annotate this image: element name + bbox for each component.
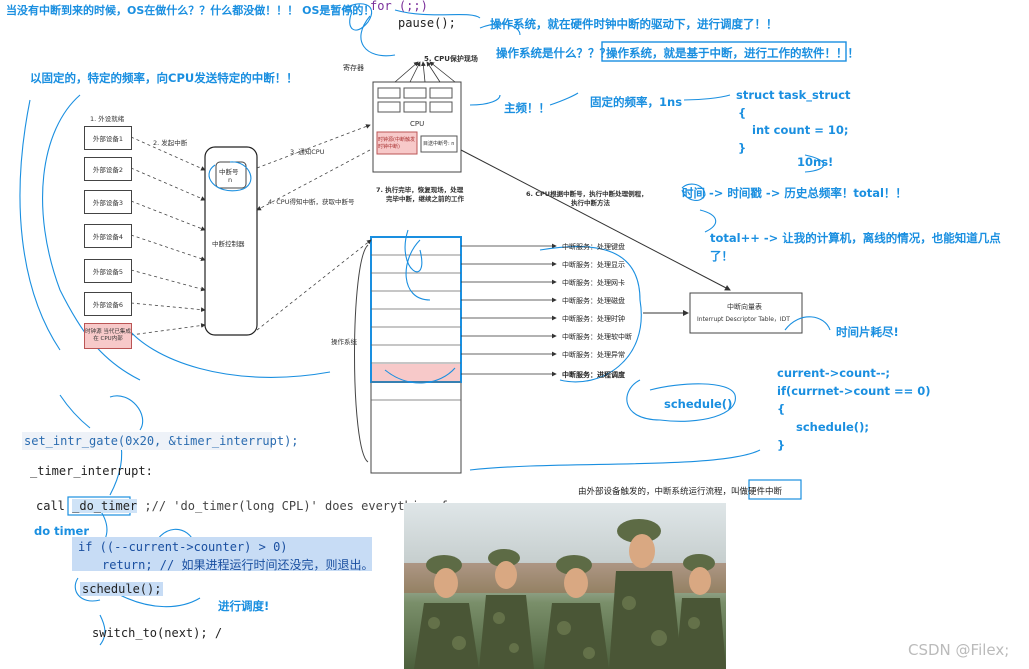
os-what-question: 操作系统是什么？？？	[496, 46, 611, 60]
main-freq-note: 主频！！	[504, 101, 550, 115]
service-clock: 中断服务：处理时钟	[562, 315, 625, 323]
device-4: 外部设备4	[84, 224, 132, 248]
dispatch-note: 进行调度!	[218, 599, 270, 613]
fixed-freq-note: 以固定的，特定的频率，向CPU发送特定的中断！！	[30, 71, 298, 85]
service-display: 中断服务：处理显示	[562, 261, 625, 269]
service-schedule: 中断服务：进程调度	[562, 371, 625, 379]
do-timer-note: do timer	[34, 524, 90, 538]
count-line-5: }	[777, 438, 786, 452]
irq-number-label: 中断号	[219, 168, 239, 176]
total-note-1: total++ -> 让我的计算机，离线的情况，也能知道几点	[710, 231, 1001, 245]
os-answer-frame	[601, 41, 847, 62]
schedule-call-line: schedule();	[80, 582, 164, 596]
count-line-3: {	[777, 402, 786, 416]
set-intr-gate-code: set_intr_gate(0x20, &timer_interrupt);	[24, 434, 299, 448]
total-note-2: 了！	[710, 249, 733, 263]
hw-irq-frame	[748, 479, 802, 500]
time-line-note: 时间 -> 时间戳 -> 历史总频率！total！！	[682, 186, 907, 200]
if-block-bg	[72, 537, 372, 571]
service-network: 中断服务：处理网卡	[562, 279, 625, 287]
irq-number-value: n	[228, 176, 233, 184]
step7-label-2: 完毕中断，继续之前的工作	[386, 195, 464, 203]
register-2	[403, 87, 427, 99]
irq-controller-label: 中断控制器	[212, 240, 245, 248]
cpu-clock-label: 时钟源(中断触发时钟中断)	[378, 137, 415, 150]
device-3: 外部设备3	[84, 190, 132, 214]
set-intr-gate-bg	[22, 432, 272, 450]
call-comment: ;// 'do_timer(long CPL)' does everything…	[137, 499, 448, 513]
service-disk: 中断服务：处理磁盘	[562, 297, 625, 305]
timer-interrupt-label: _timer_interrupt:	[30, 464, 153, 478]
step2-label: 2. 发起中断	[153, 139, 188, 147]
for-loop-text: for (;;)	[370, 0, 428, 13]
ten-ns-note: 10ns!	[797, 155, 834, 169]
step4-label: 4. CPU得知中断，获取中断号	[268, 198, 355, 206]
time-slice-note: 时间片耗尽!	[836, 325, 899, 339]
cpu-clock-box	[376, 131, 418, 155]
device-1: 外部设备1	[84, 126, 132, 150]
military-training-photo	[404, 503, 726, 669]
save-context-label: 5. CPU保护现场	[424, 55, 478, 63]
fixed-freq-1ns: 固定的频率，1ns	[590, 95, 683, 109]
switch-to-line: switch_to(next); /	[92, 626, 223, 640]
schedule-circled: schedule()	[664, 397, 733, 411]
os-memory-box	[370, 236, 462, 474]
register-5	[403, 101, 427, 113]
count-line-4: schedule();	[796, 420, 869, 434]
if-counter-line: if ((--current->counter) > 0)	[78, 540, 288, 554]
for-loop-code: for (;;)	[370, 0, 428, 13]
struct-line-1: struct task_struct	[736, 88, 851, 102]
step3-label: 3. 通知CPU	[290, 148, 325, 156]
photo-figures	[404, 519, 726, 669]
os-label: 操作系统	[331, 338, 357, 346]
struct-line-2: {	[738, 106, 747, 120]
service-exception: 中断服务：处理异常	[562, 351, 625, 359]
idt-box	[689, 292, 803, 334]
struct-line-3: int count = 10;	[752, 123, 849, 137]
count-line-1: current->count--;	[777, 366, 890, 380]
cpu-irq-label: 目送中断号: n	[423, 141, 455, 147]
do-timer-fn: _do_timer	[72, 499, 138, 513]
return-line: return; // 如果进程运行时间还没完，则退出。	[102, 558, 374, 572]
irq-controller-box	[204, 146, 258, 336]
device-5: 外部设备5	[84, 259, 132, 283]
register-6	[429, 101, 453, 113]
step7-label-1: 7. 执行完毕，恢复现场，处理	[376, 186, 464, 194]
register-label: 寄存器	[343, 64, 364, 72]
call-keyword: call	[36, 499, 73, 513]
idt-label-1: 中断向量表	[727, 303, 762, 311]
step6-label-2: 执行中断方法	[571, 199, 610, 207]
clock-source: 时钟源 当代已集成在 CPU内部	[84, 323, 132, 349]
schedule-slot	[372, 364, 460, 381]
device-2: 外部设备2	[84, 157, 132, 181]
csdn-watermark: CSDN @Filex;	[908, 641, 1010, 659]
step6-label-1: 6. CPU根据中断号，执行中断处理例程，	[526, 190, 648, 198]
register-1	[377, 87, 401, 99]
cpu-irq-box	[420, 135, 458, 153]
step1-label: 1. 外设就绪	[90, 115, 125, 123]
service-softirq: 中断服务：处理软中断	[562, 333, 632, 341]
count-line-2: if(currnet->count == 0)	[777, 384, 931, 398]
idt-label-2: Interrupt Descriptor Table，IDT	[697, 316, 790, 323]
os-driven-note: 操作系统，就在硬件时钟中断的驱动下，进行调度了！！	[490, 17, 778, 31]
hw-interrupt-caption: 由外部设备触发的，中断系统运行流程，叫做硬件中断	[578, 487, 783, 497]
os-answer: 操作系统，就是基于中断，进行工作的软件！！！	[606, 46, 859, 60]
service-keyboard: 中断服务：处理键盘	[562, 243, 625, 251]
call-do-timer-line: call _do_timer ;// 'do_timer(long CPL)' …	[36, 499, 448, 513]
cpu-label: CPU	[410, 120, 425, 128]
register-3	[429, 87, 453, 99]
os-idle-question: 当没有中断到来的时候，OS在做什么？？什么都没做！！！ OS是暂停的！	[6, 4, 375, 17]
register-4	[377, 101, 401, 113]
pause-code: pause();	[398, 16, 456, 30]
struct-line-4: }	[738, 141, 747, 155]
device-6: 外部设备6	[84, 292, 132, 316]
